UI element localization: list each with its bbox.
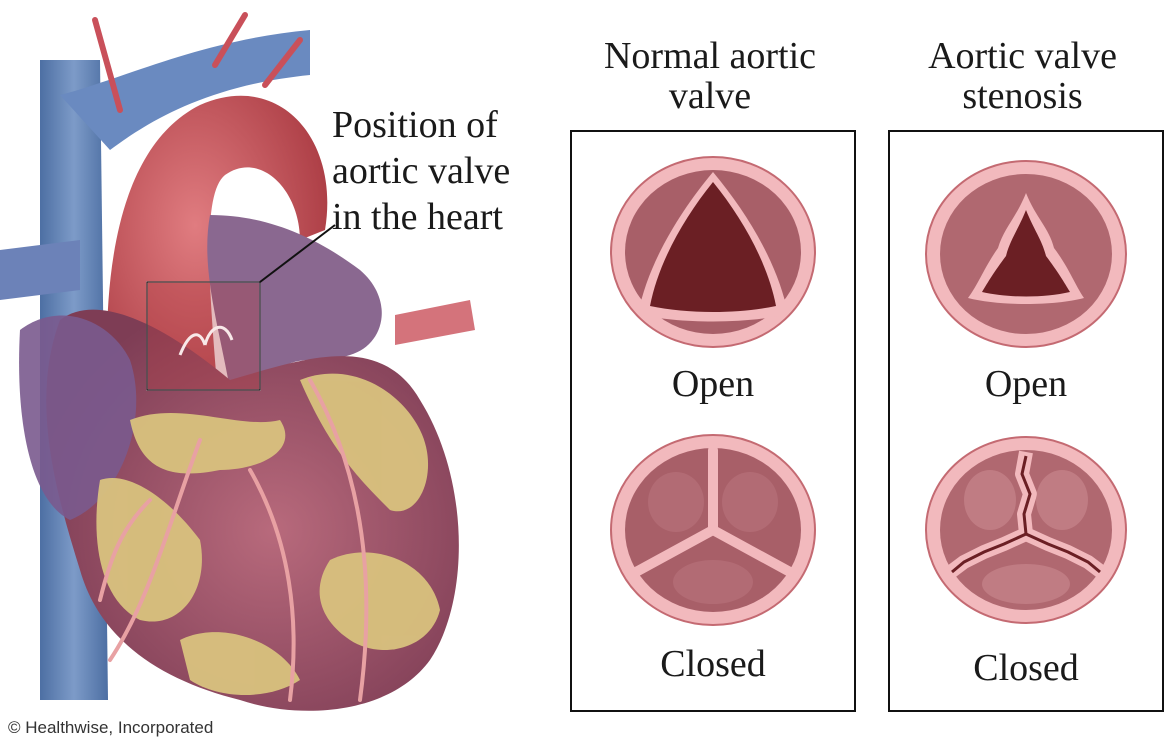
callout-line-3: in the heart: [332, 194, 510, 240]
valve-position-callout: Position of aortic valve in the heart: [332, 102, 510, 240]
callout-line-2: aortic valve: [332, 148, 510, 194]
normal-closed-valve: [608, 432, 818, 628]
normal-title-line-1: Normal aortic: [560, 36, 860, 76]
normal-title-line-2: valve: [560, 76, 860, 116]
stenosis-open-valve: [924, 158, 1128, 350]
normal-valve-panel: Open Closed: [570, 130, 856, 712]
normal-open-valve: [608, 154, 818, 350]
normal-closed-label: Closed: [572, 642, 854, 686]
stenosis-panel: Open Closed: [888, 130, 1164, 712]
normal-open-label: Open: [572, 362, 854, 406]
normal-valve-title: Normal aortic valve: [560, 36, 860, 116]
stenosis-open-label: Open: [890, 362, 1162, 406]
stenosis-closed-valve: [924, 434, 1128, 626]
valve-position-box: [147, 282, 260, 390]
callout-line-1: Position of: [332, 102, 510, 148]
stenosis-title-line-2: stenosis: [880, 76, 1165, 116]
copyright-credit: © Healthwise, Incorporated: [8, 718, 213, 738]
stenosis-title-line-1: Aortic valve: [880, 36, 1165, 76]
stenosis-closed-label: Closed: [890, 646, 1162, 690]
stenosis-title: Aortic valve stenosis: [880, 36, 1165, 116]
